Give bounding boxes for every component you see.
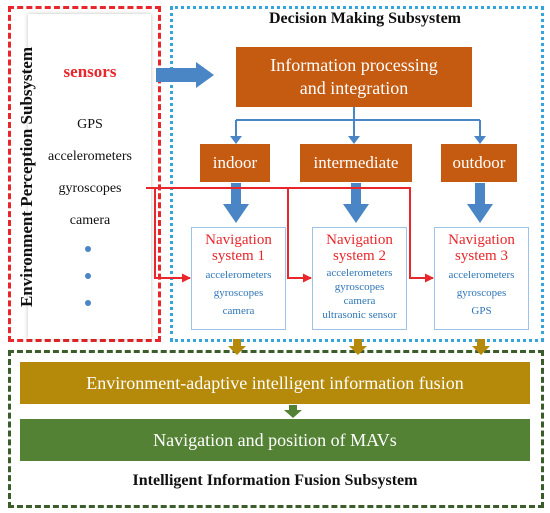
sensor-gps: GPS <box>77 117 103 132</box>
sensor-gyroscopes: gyroscopes <box>58 181 122 196</box>
mode-intermediate-box: intermediate <box>300 144 412 182</box>
navigation-system-3: Navigation system 3 accelerometers gyros… <box>434 227 529 330</box>
decision-making-title: Decision Making Subsystem <box>268 10 462 27</box>
nav1-item: camera <box>222 305 255 317</box>
ellipsis-dot <box>85 300 91 306</box>
nav1-title-line1: Navigation <box>205 232 272 248</box>
nav3-title-line1: Navigation <box>448 232 515 248</box>
sensor-camera: camera <box>69 213 111 228</box>
nav2-item: ultrasonic sensor <box>322 309 397 321</box>
nav3-title-line2: system 3 <box>455 248 508 264</box>
nav2-item: gyroscopes <box>334 281 385 293</box>
nav2-item: accelerometers <box>326 267 393 279</box>
mode-outdoor-box: outdoor <box>441 144 517 182</box>
ellipsis-dot <box>85 246 91 252</box>
output-bar: Navigation and position of MAVs <box>20 419 530 461</box>
nav1-item: gyroscopes <box>213 287 264 299</box>
nav2-item: camera <box>343 295 376 307</box>
nav2-title-line1: Navigation <box>326 232 393 248</box>
fusion-subsystem-frame <box>8 350 544 508</box>
nav1-title-line2: system 1 <box>212 248 265 264</box>
nav1-item: accelerometers <box>205 269 272 281</box>
navigation-system-1: Navigation system 1 accelerometers gyros… <box>191 227 286 330</box>
nav3-item: GPS <box>471 305 492 317</box>
fusion-subsystem-title: Intelligent Information Fusion Subsystem <box>132 472 418 489</box>
nav3-item: gyroscopes <box>456 287 507 299</box>
fusion-bar: Environment-adaptive intelligent informa… <box>20 362 530 404</box>
sensor-accelerometers: accelerometers <box>48 149 132 164</box>
navigation-system-2: Navigation system 2 accelerometers gyros… <box>312 227 407 330</box>
ellipsis-dot <box>85 273 91 279</box>
mode-indoor-box: indoor <box>200 144 270 182</box>
sensors-label: sensors <box>63 62 117 81</box>
env-perception-frame <box>8 6 161 342</box>
nav3-item: accelerometers <box>448 269 515 281</box>
nav2-title-line2: system 2 <box>333 248 386 264</box>
sensor-panel <box>28 14 151 339</box>
